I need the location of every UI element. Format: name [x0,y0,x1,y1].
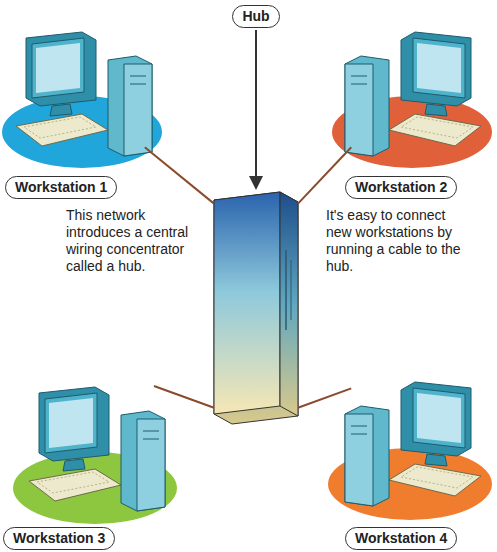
workstation: Workstation 1 [16,32,156,160]
node-label: Hub [232,5,279,28]
node-label: Workstation 1 [5,176,117,199]
network-cable [145,147,214,203]
workstation: Workstation 2 [340,32,480,160]
network-cable [298,388,351,407]
workstation: Workstation 4 [340,382,480,510]
workstation: Workstation 3 [28,386,168,514]
node-label: Workstation 2 [345,176,457,199]
note-text: It's easy to connect new workstations by… [326,207,466,275]
node-label: Workstation 3 [3,527,115,550]
node-label: Workstation 4 [345,527,457,550]
note-text: This network introduces a central wiring… [66,207,208,275]
network-cable [298,147,351,203]
network-cable [154,386,214,408]
hub-device: Hub [214,192,298,424]
